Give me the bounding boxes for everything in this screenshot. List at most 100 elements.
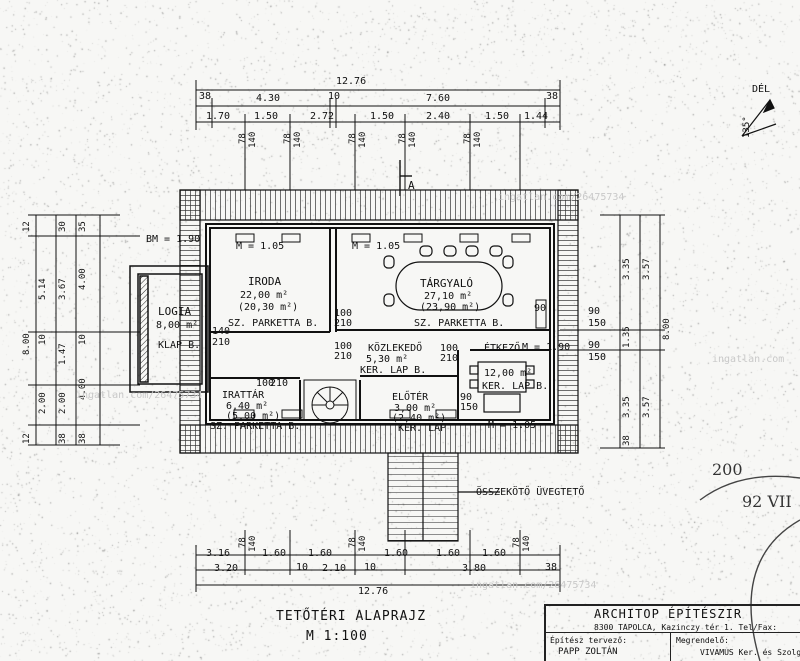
dim-top-r3-0: 1.70 [206, 111, 231, 122]
left-dimension-chains [28, 214, 140, 446]
dim-right-7: 150 [588, 352, 607, 363]
stair-spiral [303, 379, 357, 424]
room-targyalo-area2: (23,90 m²) [420, 302, 481, 313]
dim-left-9: 10 [78, 334, 88, 345]
exterior-walls [205, 223, 555, 425]
dim-pier-5: 140 [358, 131, 368, 148]
room-etkezo-floor: KER. LAP B. [482, 381, 549, 392]
mark-d210-b: 210 [334, 351, 353, 362]
dim-bottom-r1-0: 3.16 [206, 548, 231, 559]
dim-right-1: 3.57 [642, 258, 652, 280]
dim-top-r2-1: 4.30 [256, 93, 281, 104]
dim-left-5: 4.00 [78, 268, 88, 290]
dim-left-3: 5.14 [38, 278, 48, 300]
dim-bottom-r1-8: 1.60 [436, 548, 461, 559]
mark-bm: BM = 1.90 [146, 234, 201, 245]
dim-pier-1: 140 [248, 131, 258, 148]
plan-scale: M 1:100 [306, 629, 368, 644]
dim-left-6: 8.00 [22, 333, 32, 355]
dim-bottom-r2-0: 3.20 [214, 563, 239, 574]
room-targyalo-floor: SZ. PARKETTA B. [414, 318, 505, 329]
north-label: DÉL [752, 84, 771, 95]
dim-bottom-r1-7: 1.60 [384, 548, 409, 559]
room-irattar-area2: (5,00 m²) [226, 411, 281, 422]
room-targyalo-name: TÁRGYALÓ [420, 277, 473, 290]
dim-top-r3-3: 1.50 [370, 111, 395, 122]
watermark-4: ingatlan.com/26475734 [470, 580, 597, 591]
dim-bottom-r2-4: 3.80 [462, 563, 487, 574]
dim-pier-7: 140 [408, 131, 418, 148]
right-dimension-chains [560, 214, 665, 449]
room-kozlekedo-area: 5,30 m² [366, 354, 409, 365]
window-marks [233, 233, 547, 419]
room-eloter-floor: KER. LAP [398, 423, 447, 434]
mark-d210-e: 210 [212, 337, 231, 348]
mark-d100-d: 100 [256, 378, 275, 389]
bottom-dimension-chains [195, 530, 561, 592]
logia [129, 265, 209, 393]
dim-right-8: 3.35 [622, 396, 632, 418]
hand-arc [699, 475, 800, 661]
mark-d100-c: 100 [440, 343, 459, 354]
dim-top-r3-5: 1.50 [485, 111, 510, 122]
watermark-2: ingatlan.com [712, 354, 785, 365]
dim-bottom-r1-11: 140 [522, 535, 532, 552]
dim-bottom-r1-4: 1.60 [308, 548, 333, 559]
mark-d90: 90 [534, 303, 547, 314]
room-irattar-name: IRATTÁR [222, 390, 265, 401]
dim-top-r2-0: 38 [199, 91, 212, 102]
dim-left-8: 1.47 [58, 343, 68, 365]
watermark-3: ingatlan.com/26475734 [76, 390, 203, 401]
dim-left-0: 12 [22, 221, 32, 232]
handwritten-200: 200 [712, 460, 743, 479]
room-iroda-area2: (20,30 m²) [238, 302, 299, 313]
connecting-bridge [387, 452, 500, 542]
mark-m105-c: M = 1.05 [488, 420, 537, 431]
dim-overall-bottom: 12.76 [358, 586, 389, 597]
title-block-company: ARCHITOP ÉPÍTÉSZIR [594, 607, 743, 621]
dim-left-1: 30 [58, 221, 68, 232]
mark-d100-a: 100 [334, 308, 353, 319]
dim-top-r3-1: 1.50 [254, 111, 279, 122]
interior-walls [210, 228, 550, 420]
dim-right-4: 1.35 [622, 326, 632, 348]
roof-eaves [179, 189, 579, 454]
bridge-label: ÖSSZEKÖTŐ ÜVEGTETŐ [476, 487, 585, 498]
dim-bottom-r1-6: 140 [358, 535, 368, 552]
dim-left-12: 2.00 [58, 392, 68, 414]
handwritten-92: 92 VII [742, 492, 792, 511]
mark-d150-b: 150 [460, 402, 479, 413]
title-block-designer-label: Építész tervező: [550, 636, 628, 645]
dim-bottom-r2-3: 10 [364, 562, 377, 573]
room-kozlekedo-floor: KER. LAP B. [360, 365, 427, 376]
title-block-top-line [544, 604, 800, 606]
dim-bottom-r1-9: 1.60 [482, 548, 507, 559]
mark-d210-d: 210 [270, 378, 289, 389]
dim-right-6: 90 [588, 340, 601, 351]
north-angle: 135° [742, 116, 752, 138]
mark-m105-b: M = 1.05 [352, 241, 401, 252]
room-etkezo-area: 12,00 m² [484, 368, 533, 379]
room-iroda-area: 22,00 m² [240, 290, 289, 301]
mark-d210-c: 210 [440, 353, 459, 364]
room-targyalo-area: 27,10 m² [424, 291, 473, 302]
dim-right-5: 8.00 [662, 318, 672, 340]
title-block-client-label: Megrendelő: [676, 636, 729, 645]
dim-right-3: 150 [588, 318, 607, 329]
room-iroda-name: IRODA [248, 275, 282, 288]
room-eloter-area2: (2,40 m²) [392, 413, 447, 424]
room-logia-floor: KLAP B. [158, 340, 201, 351]
room-irattar-floor: SZ. PARKETTA B. [210, 421, 301, 432]
title-block-divider [670, 632, 671, 661]
mark-m105-a: M = 1.05 [236, 241, 285, 252]
dim-right-0: 3.35 [622, 258, 632, 280]
dim-left-13: 38 [78, 433, 88, 444]
title-block-client: VIVAMUS Ker. és Szolg. [700, 648, 800, 657]
room-irattar-area: 6,40 m² [226, 401, 269, 412]
dim-bottom-r2-2: 2.10 [322, 563, 347, 574]
dim-left-7: 10 [38, 334, 48, 345]
room-iroda-floor: SZ. PARKETTA B. [228, 318, 319, 329]
dim-overall-top: 12.76 [336, 76, 367, 87]
